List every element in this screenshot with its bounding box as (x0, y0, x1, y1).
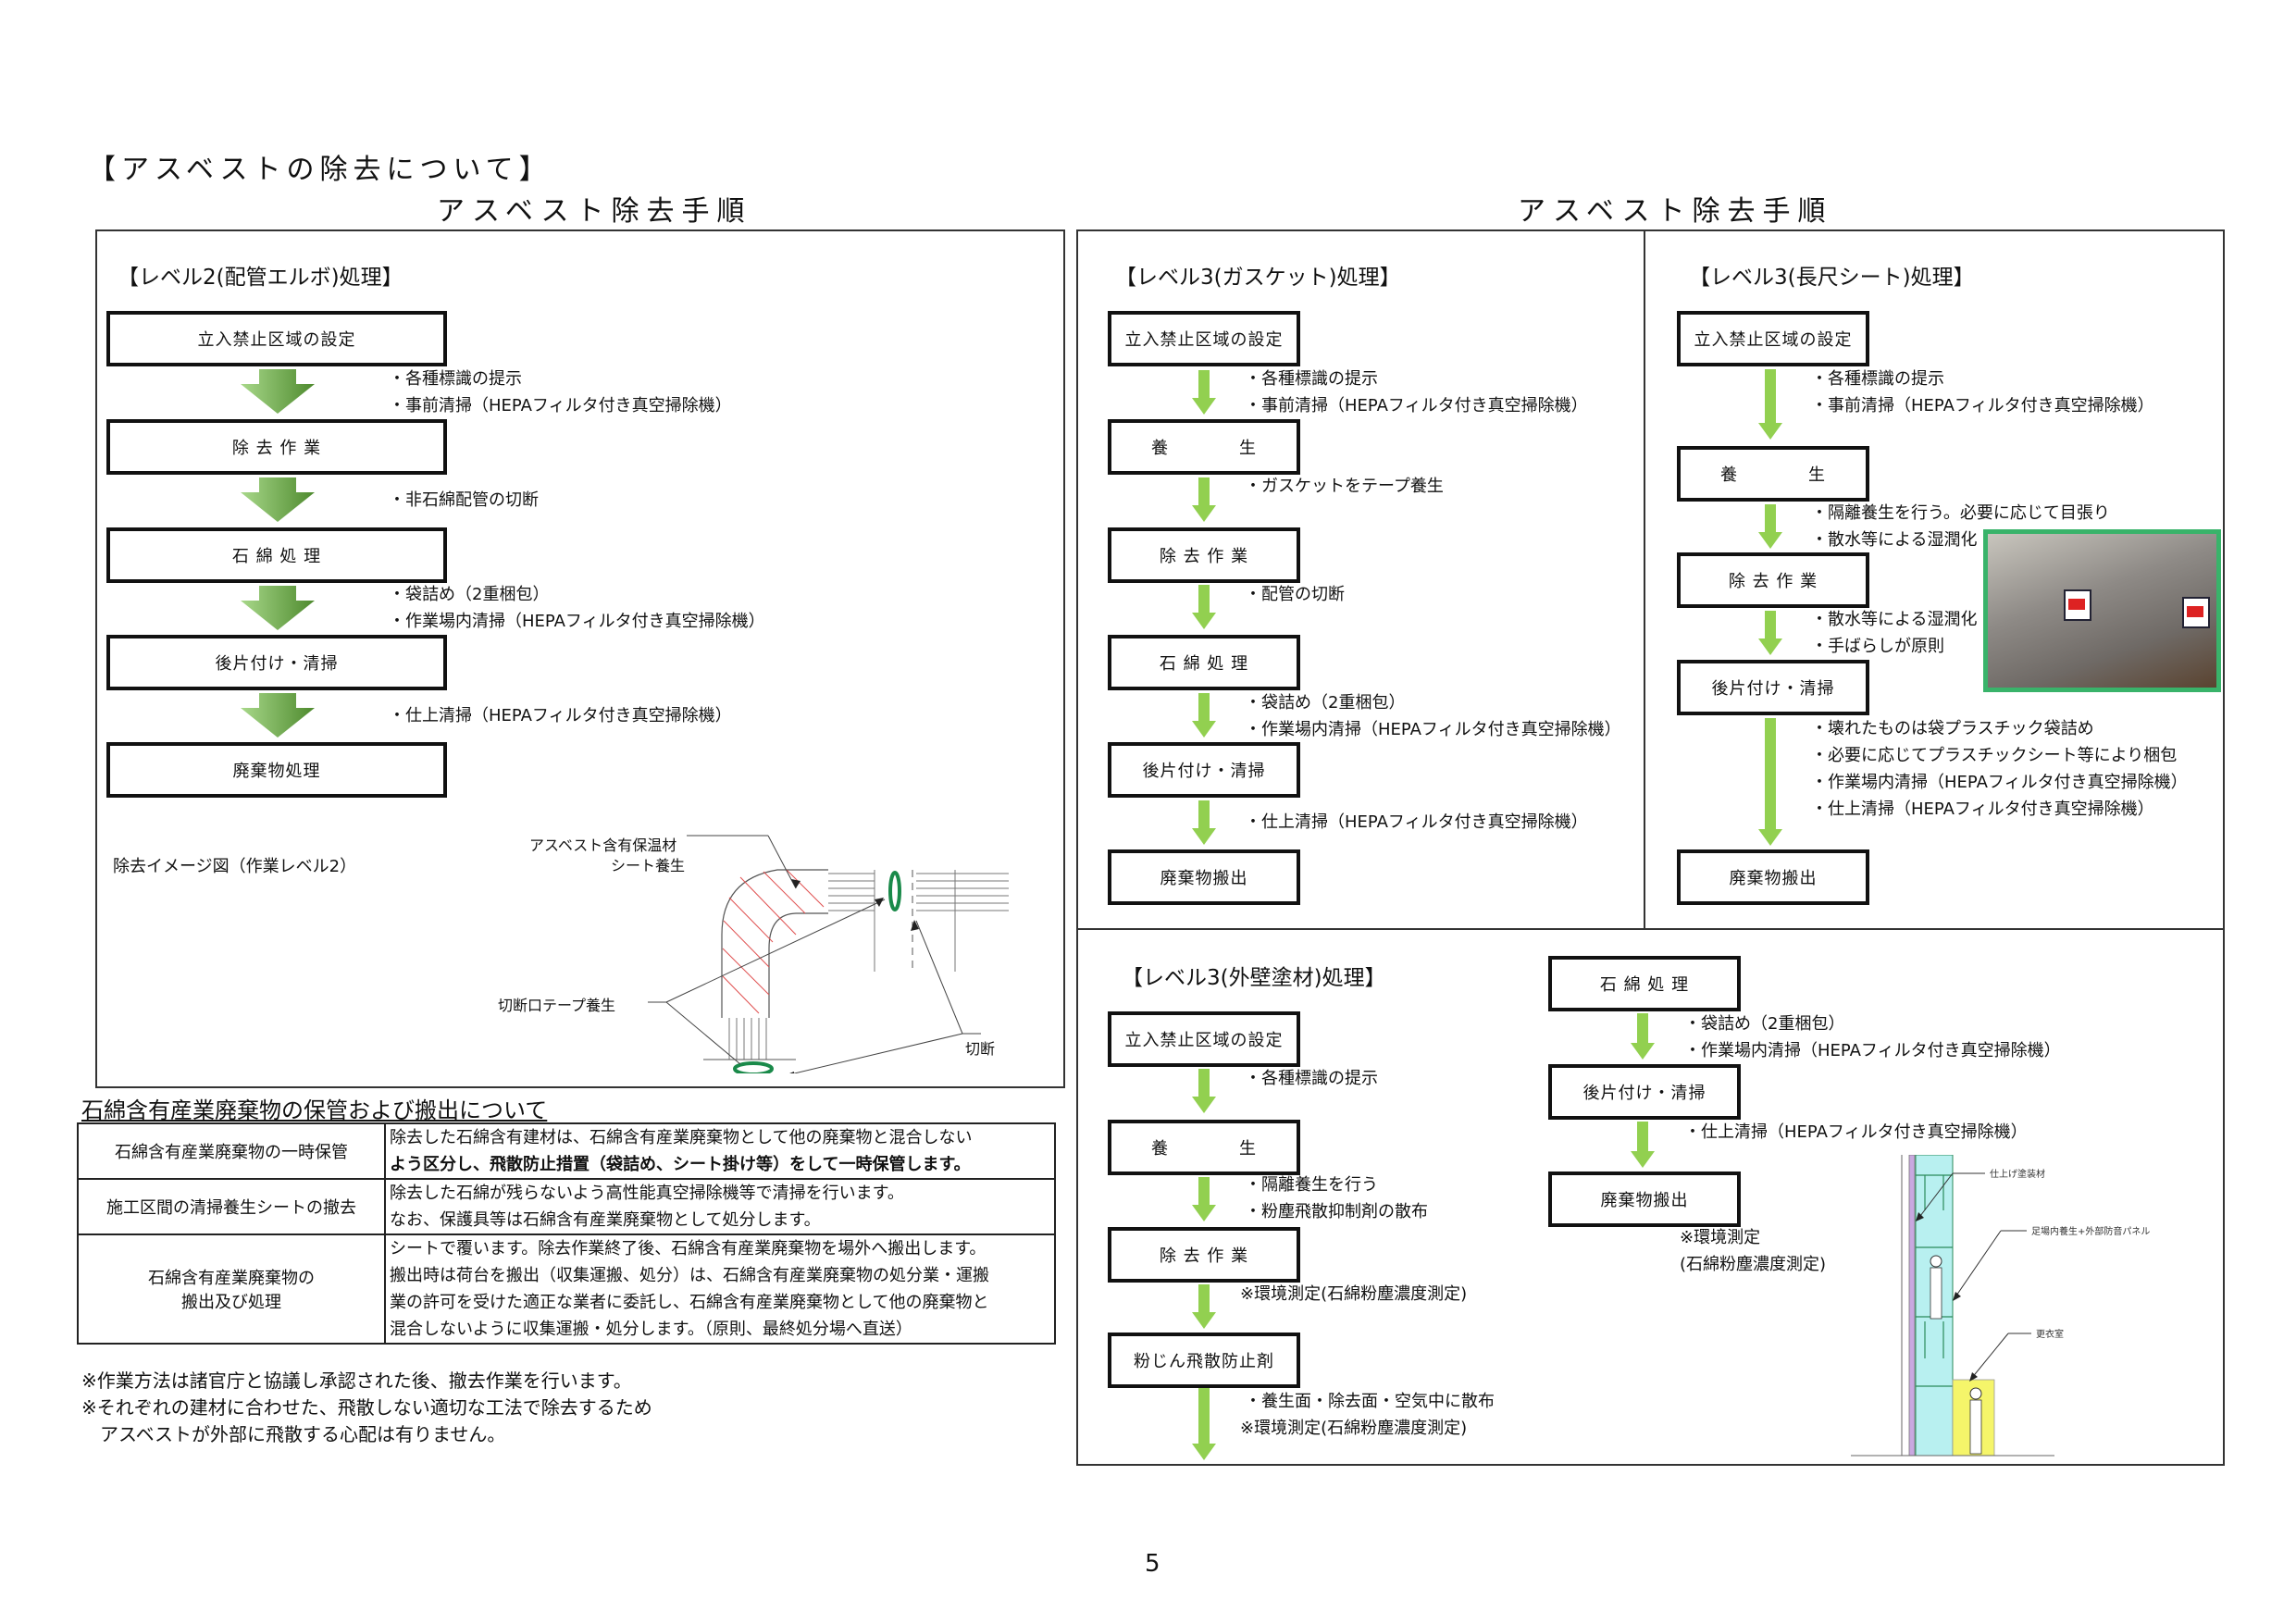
flow-arrow-icon (1192, 477, 1216, 522)
wall-note-2: ・隔離養生を行う・粉塵飛散抑制剤の散布 (1245, 1175, 1428, 1221)
flow-arrow-icon (1758, 718, 1782, 846)
warning-sign-icon (2182, 597, 2210, 628)
gasket-step-1: 立入禁止区域の設定 (1108, 311, 1300, 366)
table-row: 施工区間の清掃養生シートの撤去 除去した石綿が残らないよう高性能真空掃除機等で清… (77, 1178, 1056, 1235)
wall-title: 【レベル3(外壁塗材)処理】 (1122, 966, 1386, 990)
gasket-note-5: ・仕上清掃（HEPAフィルタ付き真空掃除機） (1245, 812, 1588, 832)
flow-arrow-icon (241, 586, 315, 630)
diagram-label-tape: 切断口テープ養生 (498, 997, 616, 1014)
sheet-note-3: ・散水等による湿潤化・手ばらしが原則 (1811, 610, 1978, 656)
flow-arrow-icon (1192, 1388, 1216, 1460)
table-row: 石綿含有産業廃棄物の 搬出及び処理 シートで覆います。除去作業終了後、石綿含有産… (77, 1233, 1056, 1345)
flow-arrow-icon (241, 369, 315, 414)
flow-arrow-icon (1631, 1013, 1655, 1060)
flow-arrow-icon (1192, 1284, 1216, 1329)
level2-note-1: ・各種標識の提示・事前清掃（HEPAフィルタ付き真空掃除機） (389, 369, 732, 415)
label-panel: 足場内養生+外部防音パネル (2031, 1225, 2150, 1237)
diagram-title: 除去イメージ図（作業レベル2） (113, 857, 357, 876)
sheet-step-3: 除 去 作 業 (1677, 552, 1869, 608)
flow-arrow-icon (241, 693, 315, 738)
flow-arrow-icon (1192, 693, 1216, 738)
warning-sign-icon (2064, 589, 2091, 621)
level2-title: 【レベル2(配管エルボ)処理】 (118, 266, 403, 290)
storage-title: 石綿含有産業廃棄物の保管および搬出について (81, 1097, 548, 1123)
wall-step-3: 除 去 作 業 (1108, 1227, 1300, 1283)
wall-step-4: 粉じん飛散防止剤 (1108, 1333, 1300, 1388)
flow-arrow-icon (241, 477, 315, 522)
level2-panel (95, 229, 1065, 1088)
storage-table: 石綿含有産業廃棄物の一時保管 除去した石綿含有建材は、石綿含有産業廃棄物として他… (77, 1122, 1056, 1345)
flow-arrow-icon (1192, 585, 1216, 629)
right-heading: アスベスト除去手順 (1518, 195, 1833, 228)
wall-note-6: ・仕上清掃（HEPAフィルタ付き真空掃除機） (1684, 1122, 2028, 1142)
divider (1644, 229, 1645, 929)
page-number: 5 (1145, 1550, 1160, 1578)
wall-note-1: ・各種標識の提示 (1245, 1069, 1378, 1088)
flow-arrow-icon (1192, 800, 1216, 845)
table-row-key: 石綿含有産業廃棄物の一時保管 (77, 1122, 386, 1180)
gasket-title: 【レベル3(ガスケット)処理】 (1115, 266, 1401, 290)
scaffold-diagram: 仕上げ塗装材 足場内養生+外部防音パネル 更衣室 (1851, 1155, 2150, 1457)
wall-note-7: ※環境測定(石綿粉塵濃度測定) (1680, 1228, 1827, 1274)
sheet-step-1: 立入禁止区域の設定 (1677, 311, 1869, 366)
table-row-key: 石綿含有産業廃棄物の 搬出及び処理 (77, 1233, 386, 1345)
level2-step-1: 立入禁止区域の設定 (106, 311, 447, 366)
table-row: 石綿含有産業廃棄物の一時保管 除去した石綿含有建材は、石綿含有産業廃棄物として他… (77, 1122, 1056, 1180)
footnotes: ※作業方法は諸官庁と協議し承認された後、撤去作業を行います。※それぞれの建材に合… (81, 1370, 652, 1445)
flow-arrow-icon (1758, 369, 1782, 440)
flow-arrow-icon (1758, 504, 1782, 549)
flow-arrow-icon (1631, 1122, 1655, 1168)
gasket-step-3: 除 去 作 業 (1108, 527, 1300, 583)
wall-step-6: 後片付け・清掃 (1548, 1064, 1741, 1120)
sheet-step-2: 養 生 (1677, 446, 1869, 502)
sheet-title: 【レベル3(長尺シート)処理】 (1689, 266, 1975, 290)
flow-arrow-icon (1192, 370, 1216, 415)
wall-step-2: 養 生 (1108, 1120, 1300, 1175)
table-row-value: 除去した石綿含有建材は、石綿含有産業廃棄物として他の廃棄物と混合しないよう区分し… (384, 1122, 1056, 1180)
label-paint: 仕上げ塗装材 (1990, 1168, 2045, 1180)
diagram-label-sheet: シート養生 (611, 857, 686, 874)
gasket-note-3: ・配管の切断 (1245, 585, 1345, 604)
label-room: 更衣室 (2036, 1328, 2064, 1340)
gasket-note-1: ・各種標識の提示・事前清掃（HEPAフィルタ付き真空掃除機） (1245, 369, 1588, 415)
sheet-note-1: ・各種標識の提示・事前清掃（HEPAフィルタ付き真空掃除機） (1811, 369, 2154, 415)
diagram-label-cut: 切断 (965, 1040, 996, 1058)
flow-arrow-icon (1192, 1069, 1216, 1113)
pipe-elbow-diagram (648, 835, 1009, 1073)
wall-step-5: 石 綿 処 理 (1548, 956, 1741, 1011)
sheet-note-4: ・壊れたものは袋プラスチック袋詰め・必要に応じてプラスチックシート等により梱包・… (1811, 719, 2188, 819)
level2-step-5: 廃棄物処理 (106, 742, 447, 798)
gasket-note-2: ・ガスケットをテープ養生 (1245, 477, 1444, 496)
wall-note-3: ※環境測定(石綿粉塵濃度測定) (1240, 1284, 1468, 1304)
sheet-step-4: 後片付け・清掃 (1677, 660, 1869, 715)
wall-step-7: 廃棄物搬出 (1548, 1172, 1741, 1227)
table-row-value: 除去した石綿が残らないよう高性能真空掃除機等で清掃を行います。なお、保護具等は石… (384, 1178, 1056, 1235)
enclosure-photo (1983, 529, 2221, 692)
sheet-step-5: 廃棄物搬出 (1677, 849, 1869, 905)
table-row-key: 施工区間の清掃養生シートの撤去 (77, 1178, 386, 1235)
gasket-step-4: 石 綿 処 理 (1108, 635, 1300, 690)
left-heading: アスベスト除去手順 (437, 195, 752, 228)
level2-note-4: ・仕上清掃（HEPAフィルタ付き真空掃除機） (389, 706, 732, 725)
page-title: 【アスベストの除去について】 (88, 154, 552, 186)
level2-note-2: ・非石綿配管の切断 (389, 490, 539, 510)
level3-panel (1076, 229, 2225, 1466)
wall-note-4: ・養生面・除去面・空気中に散布※環境測定(石綿粉塵濃度測定) (1240, 1392, 1495, 1438)
wall-step-1: 立入禁止区域の設定 (1108, 1011, 1300, 1067)
gasket-step-6: 廃棄物搬出 (1108, 849, 1300, 905)
flow-arrow-icon (1192, 1177, 1216, 1221)
diagram-label-insulation: アスベスト含有保温材 (529, 837, 677, 854)
wall-note-5: ・袋詰め（2重梱包）・作業場内清掃（HEPAフィルタ付き真空掃除機） (1684, 1014, 2061, 1060)
flow-arrow-icon (1758, 611, 1782, 655)
gasket-step-2: 養 生 (1108, 419, 1300, 475)
sheet-note-2: ・隔離養生を行う。必要に応じて目張り・散水等による湿潤化 (1811, 503, 2110, 550)
gasket-note-4: ・袋詰め（2重梱包）・作業場内清掃（HEPAフィルタ付き真空掃除機） (1245, 693, 1621, 739)
gasket-step-5: 後片付け・清掃 (1108, 742, 1300, 798)
level2-step-4: 後片付け・清掃 (106, 635, 447, 690)
table-row-value: シートで覆います。除去作業終了後、石綿含有産業廃棄物を場外へ搬出します。搬出時は… (384, 1233, 1056, 1345)
divider (1076, 928, 2225, 930)
level2-step-3: 石 綿 処 理 (106, 527, 447, 583)
level2-note-3: ・袋詰め（2重梱包）・作業場内清掃（HEPAフィルタ付き真空掃除機） (389, 585, 765, 631)
level2-step-2: 除 去 作 業 (106, 419, 447, 475)
